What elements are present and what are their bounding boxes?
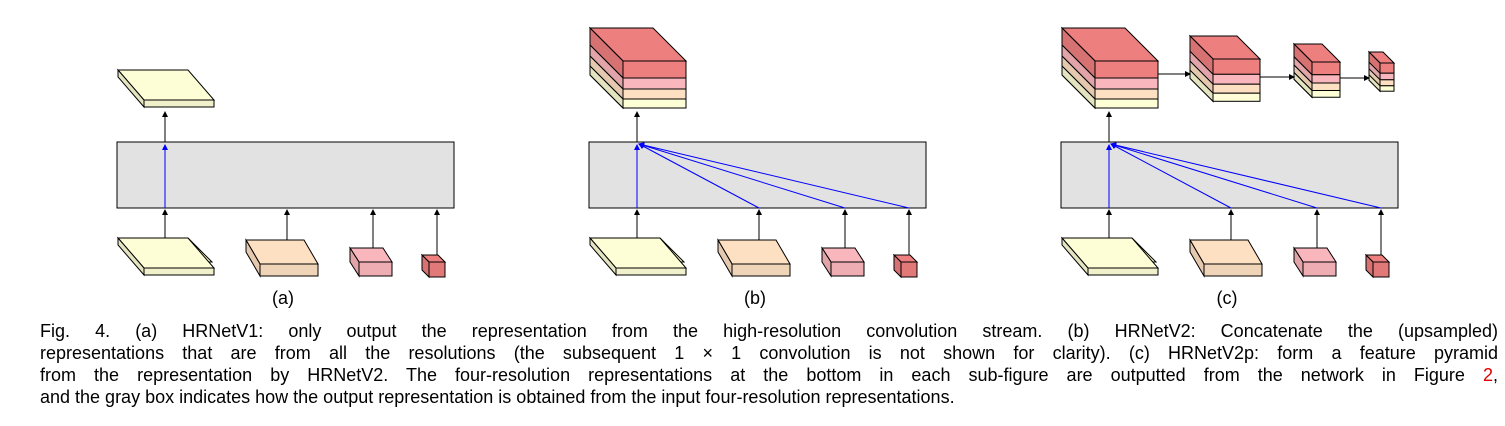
caption-line-3-end: , [1492, 365, 1498, 385]
gray-fusion-box-c [1060, 141, 1399, 209]
figure-caption: Fig. 4. (a) HRNetV1: only output the rep… [40, 320, 1498, 408]
input-lowest-res-front-c [1372, 261, 1390, 278]
panel-label-c: (c) [1216, 288, 1238, 308]
input-mid-res-front-b [731, 263, 791, 277]
output-high-res-front-a [143, 99, 215, 108]
input-high-res-side-a [117, 236, 145, 277]
input-mid-res-front-c [1203, 263, 1263, 277]
input-mid-res-side-a [245, 238, 261, 278]
pyramid-level-2 [1188, 34, 1262, 103]
input-high-res-front-c [1087, 267, 1159, 276]
panel-label-b: (b) [744, 288, 766, 308]
caption-line-2: representations that are from all the re… [40, 343, 1498, 363]
input-high-res-top-c [1060, 237, 1160, 269]
output-high-res-top-a [116, 69, 216, 101]
pyramid-level-3 [1292, 42, 1342, 99]
input-low-res-side-c [1293, 246, 1304, 278]
gray-fusion-box-a [116, 141, 455, 209]
input-low-res-front-a [358, 261, 393, 277]
caption-line-3: from the representation by HRNetV2. The … [40, 364, 1498, 386]
output-high-res-side-a [117, 68, 145, 109]
input-mid-res-side-b [717, 238, 733, 278]
input-low-res-front-b [830, 261, 865, 277]
caption-line-1: Fig. 4. (a) HRNetV1: only output the rep… [40, 321, 1498, 341]
input-high-res-side-c [1061, 236, 1089, 277]
input-lowest-res-side-c [1365, 253, 1374, 279]
blue-upsample-arrow-b-3 [638, 142, 910, 209]
input-mid-res-side-c [1189, 238, 1205, 278]
gray-fusion-box-b [588, 141, 927, 209]
blue-upsample-arrow-c-2 [1110, 142, 1318, 209]
input-low-res-front-c [1302, 261, 1337, 277]
input-high-res-top-a [116, 237, 216, 269]
blue-upsample-arrow-b-1 [638, 143, 760, 209]
output-concat-stack-c [1060, 26, 1160, 110]
caption-line-4: and the gray box indicates how the outpu… [40, 387, 955, 407]
input-high-res-front-a [143, 267, 215, 276]
input-high-res-front-b [615, 267, 687, 276]
input-low-res-side-a [349, 246, 360, 278]
input-lowest-res-front-b [900, 261, 918, 278]
input-mid-res-front-a [259, 263, 319, 277]
panel-label-a: (a) [272, 288, 294, 308]
input-lowest-res-side-a [421, 253, 430, 279]
output-concat-stack-b [588, 26, 688, 110]
figure-reference-link[interactable]: 2 [1482, 365, 1493, 385]
blue-upsample-arrow-c-1 [1110, 143, 1232, 209]
blue-upsample-arrow-b-2 [638, 142, 846, 209]
caption-line-3-text: from the representation by HRNetV2. The … [40, 365, 1465, 385]
input-high-res-top-b [588, 237, 688, 269]
input-lowest-res-side-b [893, 253, 902, 279]
input-lowest-res-front-a [428, 261, 446, 278]
pyramid-level-4 [1367, 50, 1396, 93]
input-low-res-side-b [821, 246, 832, 278]
blue-upsample-arrow-c-3 [1110, 142, 1382, 209]
input-high-res-side-b [589, 236, 617, 277]
